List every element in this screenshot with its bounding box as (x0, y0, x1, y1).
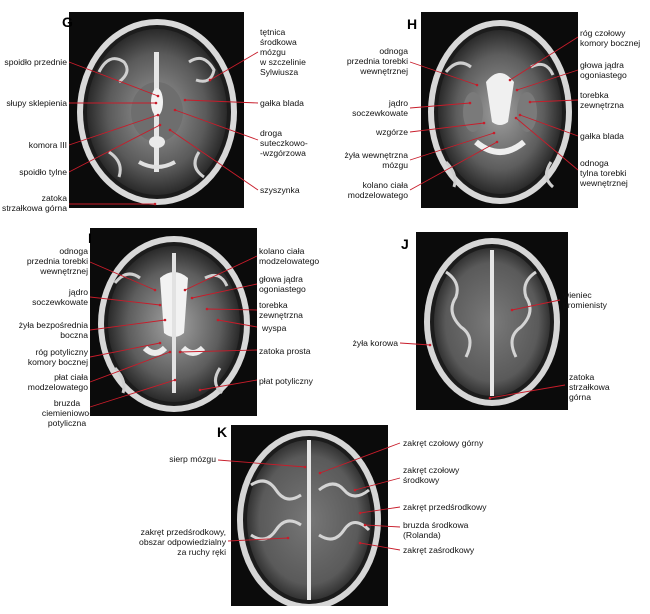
label-g-spoidlo-przednie: spoidło przednie (4, 57, 67, 67)
label-g-zatoka-strzalkowa-gorna: zatoka strzałkowa górna (2, 193, 67, 213)
panel-letter-k: K (217, 424, 228, 440)
label-h-kolano-ciala: kolano ciała modzelowatego (347, 180, 408, 200)
panel-letter-i: I (88, 230, 92, 246)
label-j-wieniec: wieniec promienisty (563, 290, 607, 310)
panel-letter-g: G (62, 14, 73, 30)
label-g-spoidlo-tylne: spoidło tylne (19, 167, 67, 177)
panel-letter-j: J (401, 236, 409, 252)
label-i-plat-ciala: płat ciała modzelowatego (27, 372, 88, 392)
label-k-zakret-przedsrodkowy: zakręt przedśrodkowy (403, 502, 487, 512)
mri-panel-g (69, 12, 244, 208)
mri-image-j (424, 238, 560, 406)
label-h-wzgorze: wzgórze (376, 127, 408, 137)
label-i-zyla-bezposrednia: żyła bezpośrednia boczna (18, 320, 88, 340)
label-i-jadro-soczewkowate: jądro soczewkowate (32, 287, 88, 307)
label-g-tetnica-srodkowa: tętnica środkowa mózgu w szczelinie Sylw… (260, 27, 306, 77)
label-i-torebka-zewnetrzna: torebka zewnętrzna (259, 300, 303, 320)
label-h-zyla-wewnetrzna: żyła wewnętrzna mózgu (344, 150, 408, 170)
mri-panel-i (90, 228, 257, 416)
label-h-jadro-soczewkowate: jądro soczewkowate (352, 98, 408, 118)
label-i-bruzda: bruzda ciemieniowo- potyliczna (41, 398, 93, 428)
label-g-szyszynka: szyszynka (260, 185, 300, 195)
label-i-glowa-jadra: głowa jądra ogoniastego (259, 274, 306, 294)
label-k-bruzda-srodkowa: bruzda środkowa (Rolanda) (403, 520, 469, 540)
label-j-zatoka-strzalkowa: zatoka strzałkowa górna (569, 372, 610, 402)
mri-panel-j (416, 232, 568, 410)
label-h-rog-czolowy: róg czołowy komory bocznej (580, 28, 641, 48)
label-i-wyspa: wyspa (262, 323, 287, 333)
label-k-zakret-czolowy-gorny: zakręt czołowy górny (403, 438, 484, 448)
mri-image-g (77, 19, 237, 205)
label-i-plat-potyliczny: płat potyliczny (259, 376, 313, 386)
label-i-kolano-ciala: kolano ciała modzelowatego (259, 246, 320, 266)
label-i-rog-potyliczny: róg potyliczny komory bocznej (27, 347, 88, 367)
label-g-komora-iii: komora III (28, 140, 67, 150)
label-j-zyla-korowa: żyła korowa (352, 338, 398, 348)
mri-image-h (428, 20, 572, 204)
label-h-glowa-jadra: głowa jądra ogoniastego (580, 60, 627, 80)
label-i-zatoka-prosta: zatoka prosta (259, 346, 311, 356)
label-h-odnoga-tylna: odnoga tylna torebki wewnętrznej (580, 158, 628, 188)
mri-panel-h (421, 12, 578, 208)
label-i-odnoga-przednia: odnoga przednia torebki wewnętrznej (26, 246, 88, 276)
label-g-slupy-sklepienia: słupy sklepienia (6, 98, 67, 108)
label-g-galka-blada: gałka blada (260, 98, 304, 108)
label-k-zakret-czolowy-srodkowy: zakręt czołowy środkowy (403, 465, 460, 485)
label-k-sierp-mozgu: sierp mózgu (169, 454, 216, 464)
mri-panel-k (231, 425, 388, 606)
mri-image-k (237, 430, 381, 606)
label-h-torebka-zewnetrzna: torebka zewnętrzna (580, 90, 624, 110)
label-h-odnoga-przednia: odnoga przednia torebki wewnętrznej (346, 46, 408, 76)
mri-image-i (98, 236, 250, 412)
label-k-zakret-przedsrodkowy-obszar: zakręt przedśrodkowy, obszar odpowiedzia… (139, 527, 226, 557)
label-k-zakret-zasrodkowy: zakręt zaśrodkowy (403, 545, 475, 555)
label-g-droga-suteczkowo: droga suteczkowo- -wzgórzowa (260, 128, 308, 158)
label-h-galka-blada: gałka blada (580, 131, 624, 141)
panel-letter-h: H (407, 16, 418, 32)
